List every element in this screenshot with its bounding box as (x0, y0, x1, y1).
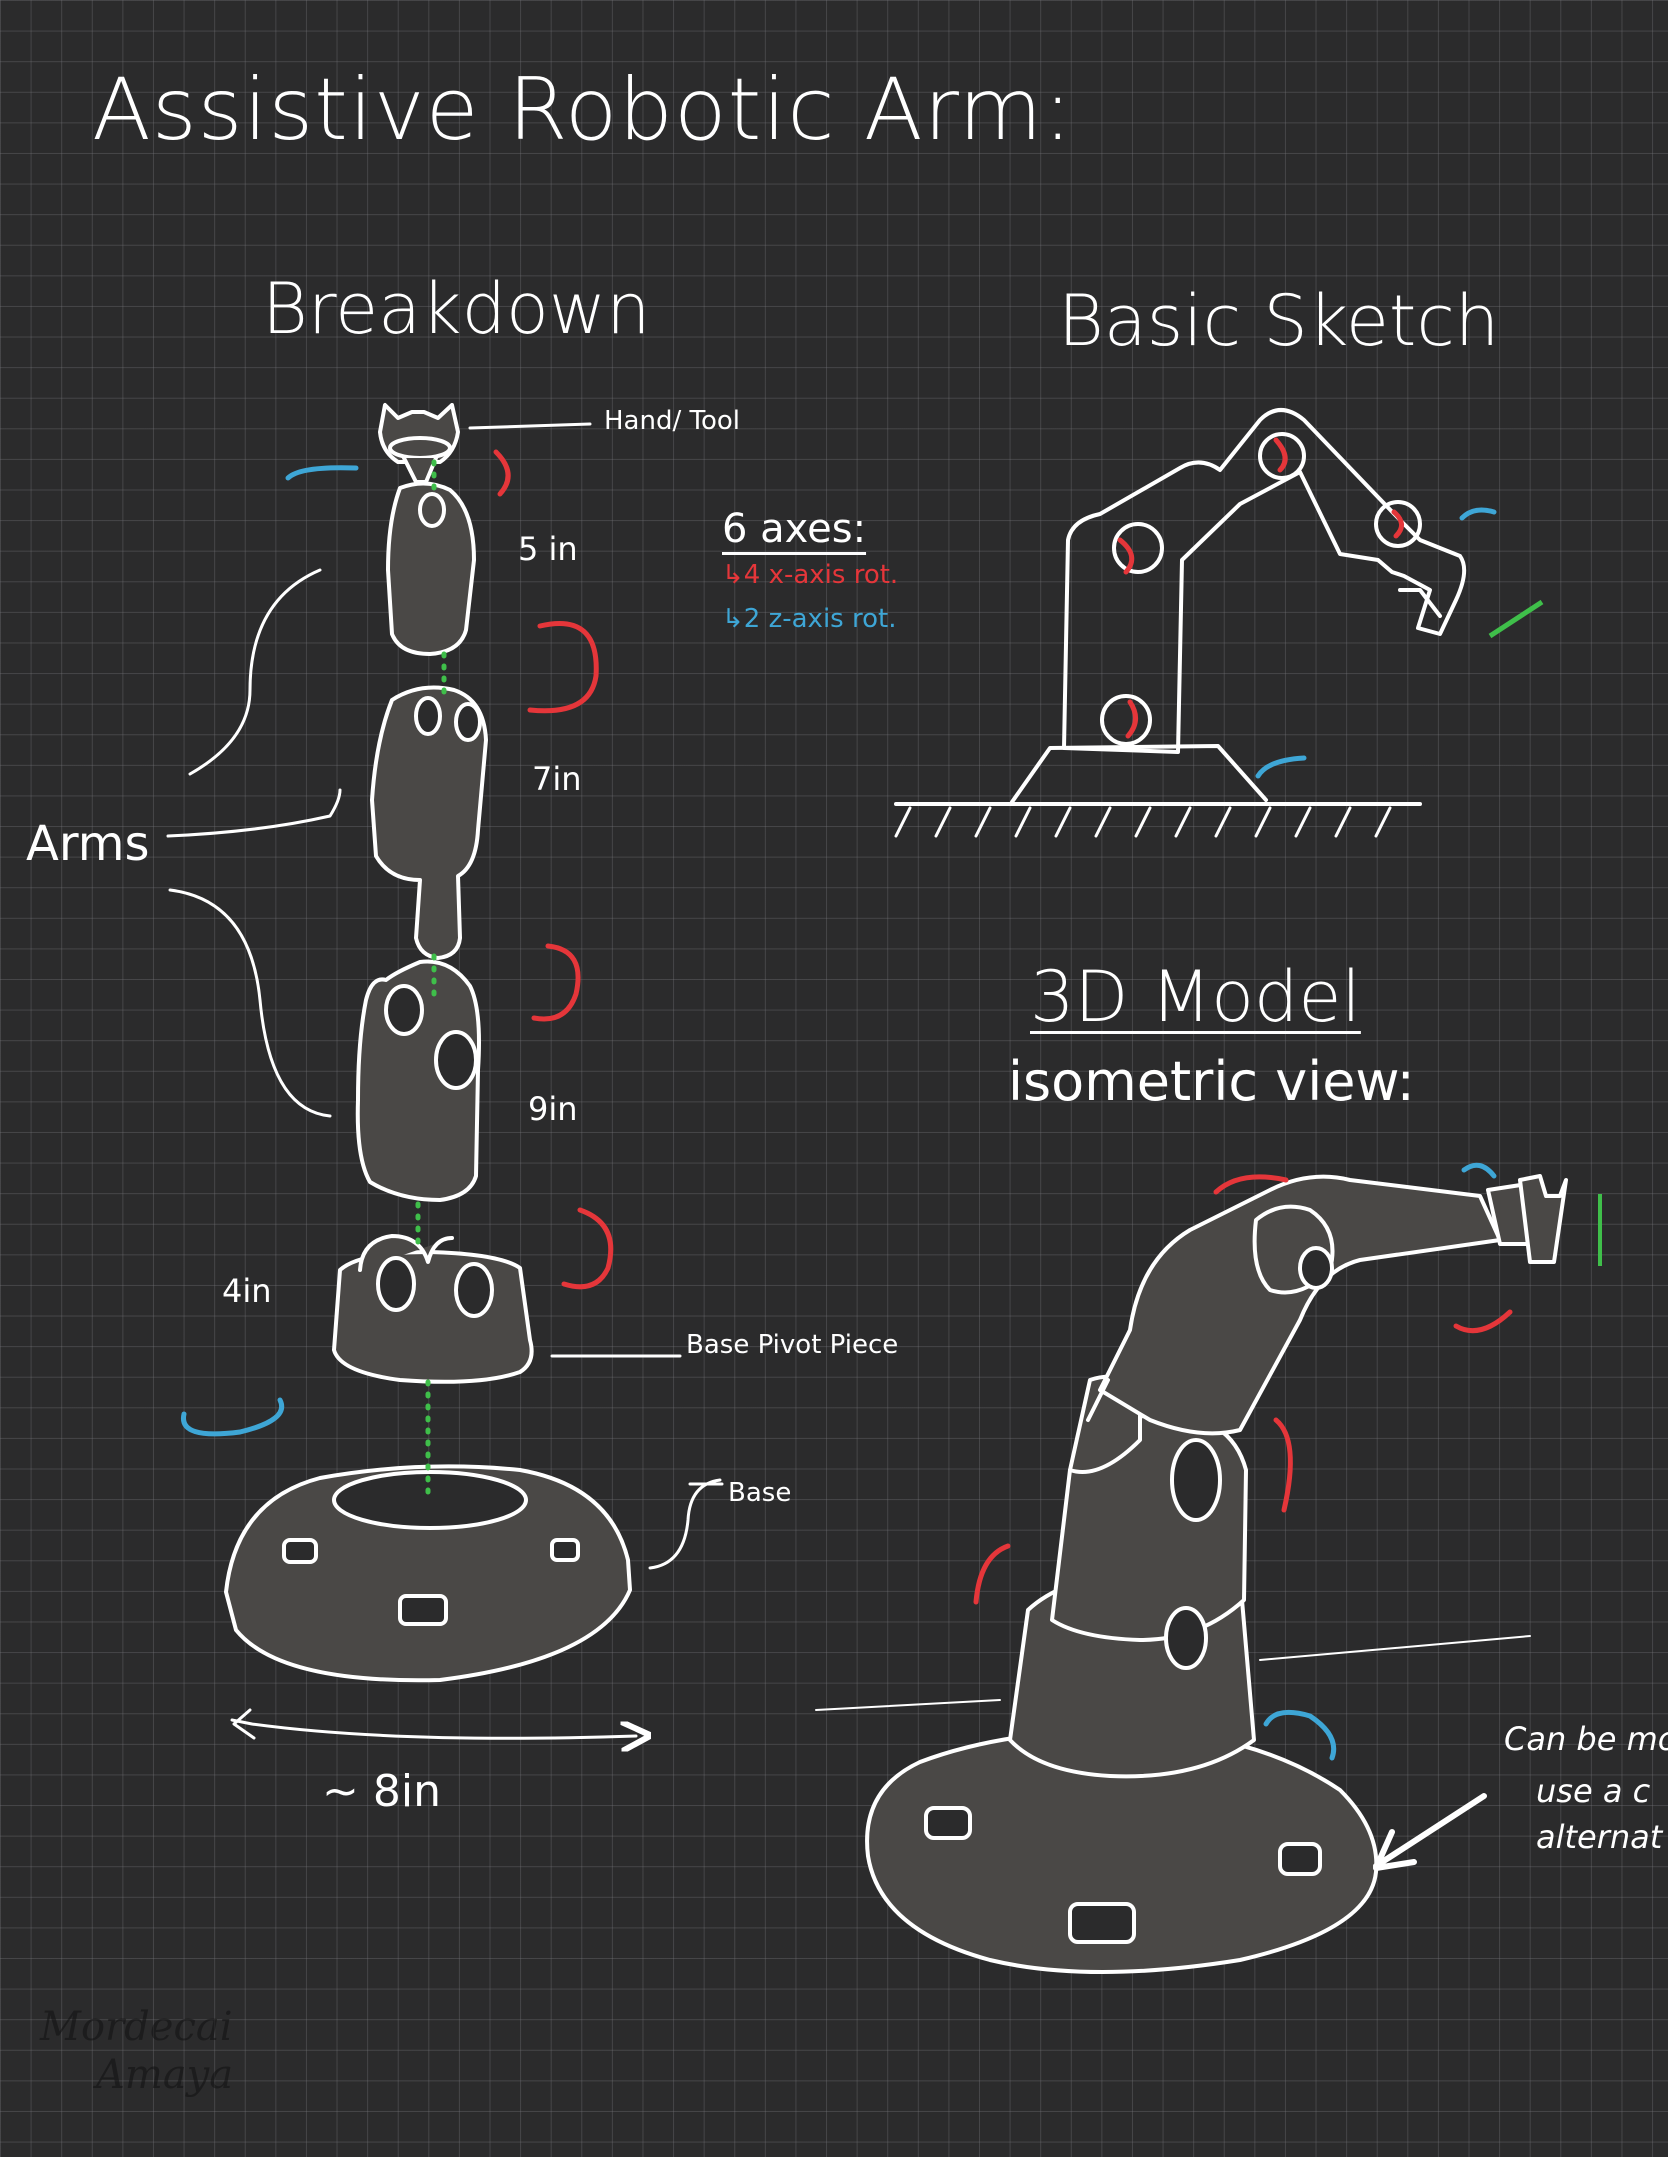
hand-tool-part (378, 403, 460, 484)
label-arms: Arms (26, 816, 150, 872)
model-subheading: isometric view: (1008, 1050, 1415, 1113)
arm-5in-part (386, 481, 476, 656)
ground-hatching (894, 806, 1392, 838)
basic-sketch-heading: Basic Sketch (1058, 280, 1500, 362)
breakdown-heading: Breakdown (262, 268, 651, 350)
label-hand-tool: Hand/ Tool (604, 406, 740, 436)
model-note-line-1: Can be modi (1504, 1720, 1668, 1758)
base-part (224, 1464, 632, 1683)
label-arm-7in: 7in (532, 760, 582, 798)
label-base-pivot: Base Pivot Piece (686, 1330, 899, 1360)
signature-first: Mordecai (40, 2004, 233, 2050)
label-pivot-4in: 4in (222, 1272, 272, 1310)
basic-sketch-arm (894, 408, 1467, 806)
label-base: Base (728, 1478, 792, 1508)
axes-heading: 6 axes: (722, 506, 867, 552)
model-heading: 3D Model (1030, 956, 1361, 1038)
label-arm-5in: 5 in (518, 530, 578, 568)
page-title: Assistive Robotic Arm: (92, 60, 1074, 160)
axes-x-rotation: ↳4 x-axis rot. (722, 560, 899, 590)
model-3d-arm (865, 1174, 1568, 1974)
model-note-line-3: alternat (1536, 1818, 1663, 1856)
signature-last: Amaya (96, 2052, 234, 2098)
x-rotation-arrows (493, 437, 1513, 1605)
joint-connectors (415, 459, 447, 1503)
axes-z-rotation: ↳2 z-axis rot. (722, 604, 897, 634)
label-base-width: ~ 8in (322, 1766, 441, 1817)
model-note-line-2: use a c (1536, 1772, 1651, 1810)
label-arm-9in: 9in (528, 1090, 578, 1128)
z-rotation-arrows (181, 465, 1497, 1761)
arm-7in-part (370, 685, 488, 960)
gripper-motion-icon (1488, 599, 1544, 639)
arm-9in-part (355, 959, 481, 1202)
base-pivot-part (332, 1234, 534, 1384)
